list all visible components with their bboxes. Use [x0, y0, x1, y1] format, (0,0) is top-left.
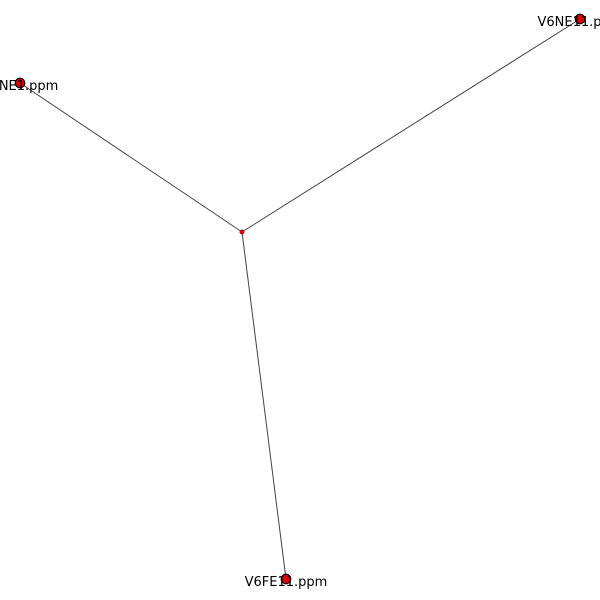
- edge-hub-bottom: [241, 231, 287, 580]
- edge-hub-left: [19, 82, 243, 233]
- hub-node: [239, 229, 245, 235]
- node-top-right: [574, 13, 586, 25]
- labels: V6NE1.ppm V6NE11.ppm V6FE11.ppm: [0, 15, 600, 590]
- node-left: [14, 77, 26, 89]
- edges: [19, 18, 581, 580]
- nodes: [14, 13, 586, 585]
- edge-hub-top-right: [241, 18, 581, 233]
- node-bottom: [280, 573, 292, 585]
- node-label-top-right: V6NE11.ppm: [538, 15, 600, 30]
- node-label-left: V6NE1.ppm: [0, 79, 58, 94]
- node-label-bottom: V6FE11.ppm: [245, 575, 328, 590]
